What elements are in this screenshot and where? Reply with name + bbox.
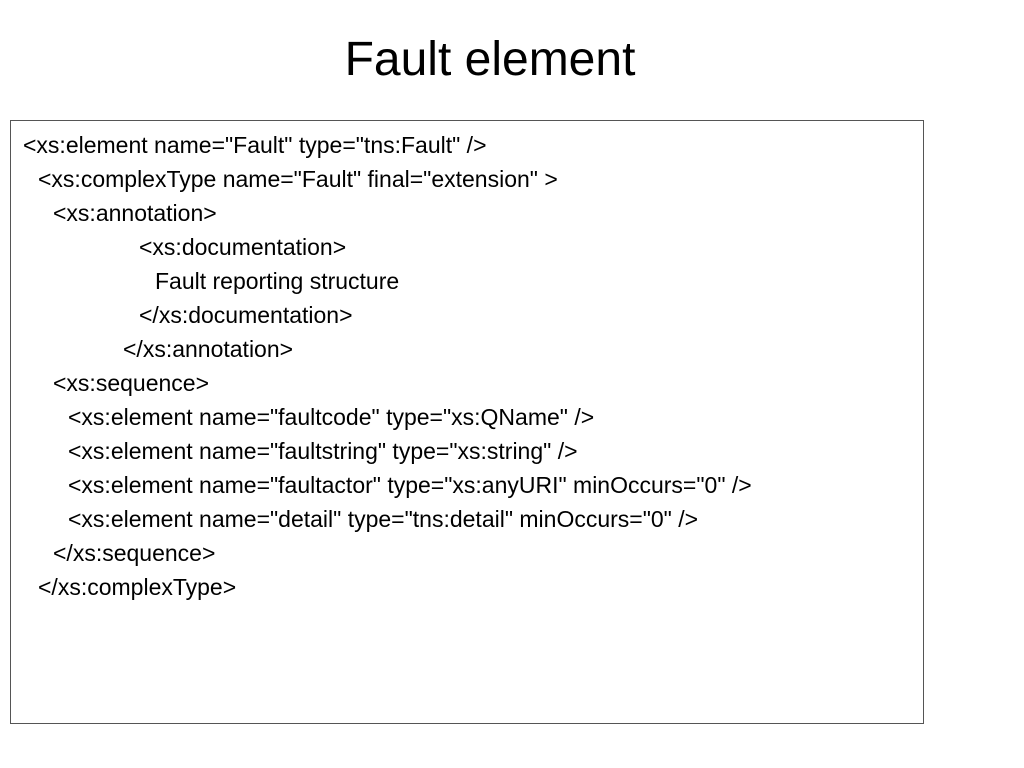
code-line-6: </xs:documentation> (139, 302, 353, 328)
code-line-12: <xs:element name="detail" type="tns:deta… (68, 506, 699, 532)
code-line-5: Fault reporting structure (155, 268, 400, 294)
code-line-11: <xs:element name="faultactor" type="xs:a… (68, 472, 752, 498)
code-line-3: <xs:annotation> (53, 200, 217, 226)
code-line-13: </xs:sequence> (53, 540, 216, 566)
code-line-9: <xs:element name="faultcode" type="xs:QN… (68, 404, 595, 430)
code-line-14: </xs:complexType> (38, 574, 237, 600)
slide-title: Fault element (344, 33, 636, 86)
code-line-8: <xs:sequence> (53, 370, 210, 396)
code-line-2: <xs:complexType name="Fault" final="exte… (38, 166, 558, 192)
code-box: <xs:element name="Fault" type="tns:Fault… (10, 120, 924, 724)
code-line-4: <xs:documentation> (139, 234, 347, 260)
code-line-1: <xs:element name="Fault" type="tns:Fault… (23, 132, 487, 158)
code-line-10: <xs:element name="faultstring" type="xs:… (68, 438, 578, 464)
code-line-7: </xs:annotation> (123, 336, 294, 362)
